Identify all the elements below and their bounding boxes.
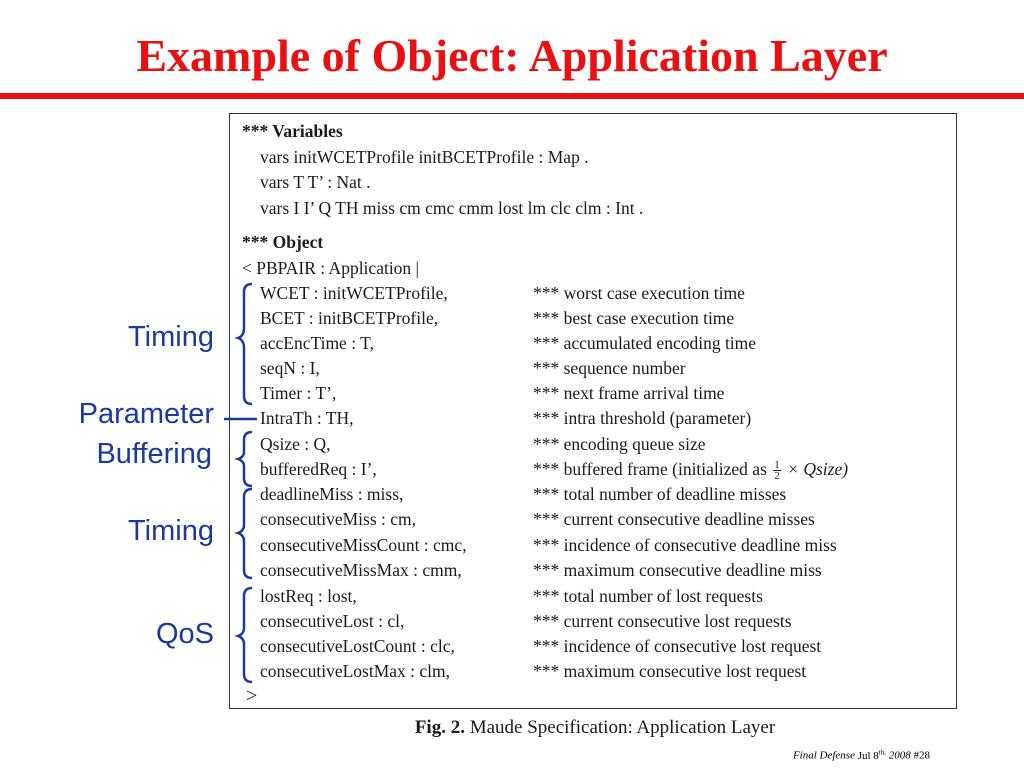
footer-year: 2008 [888, 749, 911, 762]
attribute-comment: *** maximum consecutive deadline miss [533, 560, 822, 580]
label-buffering: Buffering [96, 438, 212, 470]
caption-fig-number: Fig. 2. [414, 717, 465, 738]
attribute-comment: *** encoding queue size [533, 434, 706, 454]
caption-text: Maude Specification: Application Layer [469, 717, 776, 738]
var-line: vars T T’ : Nat . [260, 172, 371, 192]
object-close: > [246, 685, 258, 707]
attribute-code: BCET : initBCETProfile, [260, 308, 439, 328]
attribute-comment: *** best case execution time [533, 308, 735, 328]
object-heading: *** Object [242, 232, 324, 252]
attribute-comment: *** worst case execution time [533, 283, 745, 303]
variables-heading: *** Variables [242, 121, 343, 141]
attribute-code: consecutiveLostMax : clm, [260, 661, 451, 681]
label-qos: QoS [155, 618, 214, 650]
slide-footer: Final Defense Jul 8th, 2008 #28 [793, 748, 930, 762]
slide-title: Example of Object: Application Layer [136, 30, 888, 81]
attribute-code: WCET : initWCETProfile, [260, 283, 448, 303]
attribute-code: consecutiveLost : cl, [260, 611, 405, 631]
footer-date-sup: th, [878, 748, 886, 756]
figure-caption: Fig. 2. Maude Specification: Application… [0, 717, 1024, 739]
attribute-comment: *** next frame arrival time [533, 383, 725, 403]
attribute-comment: *** incidence of consecutive deadline mi… [533, 535, 837, 555]
footer-date-prefix: Jul 8 [857, 749, 879, 762]
label-timing-1: Timing [128, 321, 214, 353]
attribute-code: bufferedReq : I’, [260, 459, 377, 479]
attribute-comment: *** incidence of consecutive lost reques… [533, 636, 822, 656]
fraction-numerator: 1 [773, 459, 781, 472]
attribute-code: Timer : T’, [260, 383, 337, 403]
attribute-code: consecutiveLostCount : clc, [260, 636, 455, 656]
attribute-code: lostReq : lost, [260, 586, 357, 606]
attribute-code: consecutiveMissCount : cmc, [260, 535, 467, 555]
footer-date: Jul 8th, [857, 748, 886, 762]
attribute-comment: *** current consecutive deadline misses [533, 509, 815, 529]
attribute-code: accEncTime : T, [260, 333, 374, 353]
label-parameter: Parameter [78, 398, 214, 430]
title-divider [0, 93, 1024, 99]
attribute-comment: *** total number of deadline misses [533, 484, 787, 504]
comment-text: *** buffered frame (initialized as [533, 459, 767, 479]
fraction-denominator: 2 [774, 470, 780, 483]
label-timing-2: Timing [128, 515, 214, 547]
maude-spec-figure: *** Variables vars initWCETProfile initB… [229, 113, 957, 709]
attribute-code: seqN : I, [260, 358, 320, 378]
attribute-code: Qsize : Q, [260, 434, 331, 454]
footer-event: Final Defense [792, 749, 855, 762]
attribute-code: IntraTh : TH, [260, 408, 354, 428]
footer-slide-number: #28 [913, 749, 931, 762]
attribute-comment: *** sequence number [533, 358, 686, 378]
var-line: vars I I’ Q TH miss cm cmc cmm lost lm c… [260, 198, 644, 218]
attribute-comment: *** maximum consecutive lost request [533, 661, 807, 681]
attribute-comment: *** intra threshold (parameter) [533, 408, 752, 428]
object-open: < PBPAIR : Application | [242, 258, 420, 278]
attribute-code: deadlineMiss : miss, [260, 484, 404, 504]
comment-math: × Qsize) [787, 459, 849, 479]
var-line: vars initWCETProfile initBCETProfile : M… [260, 147, 589, 167]
attribute-comment: *** total number of lost requests [533, 586, 763, 606]
attribute-code: consecutiveMiss : cm, [260, 509, 417, 529]
attribute-comment: *** accumulated encoding time [533, 333, 757, 353]
attribute-comment: *** current consecutive lost requests [533, 611, 792, 631]
attribute-code: consecutiveMissMax : cmm, [260, 560, 462, 580]
